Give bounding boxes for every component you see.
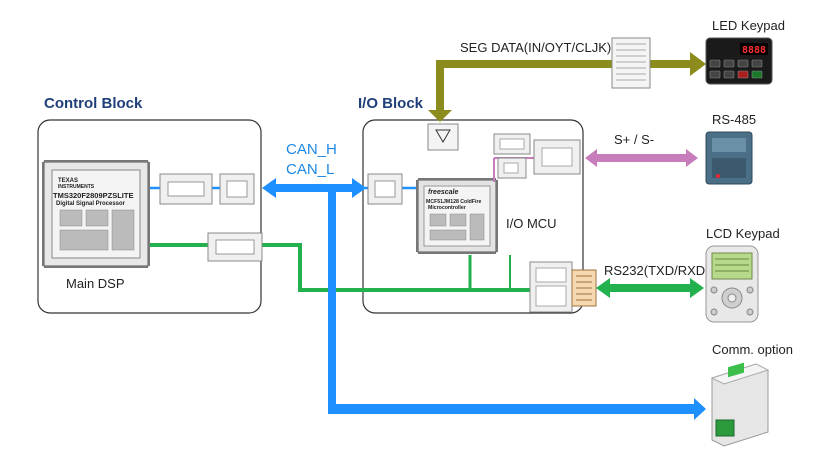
rs485-circuit-thumbs [493, 133, 581, 182]
seg-data-bus [428, 52, 706, 122]
rs485-signal-label: S+ / S- [614, 132, 654, 147]
seg-data-label: SEG DATA(IN/OYT/CLJK) [460, 40, 611, 55]
comm-option-label: Comm. option [712, 342, 793, 357]
dsp-chip: TEXAS INSTRUMENTS TMS320F2809PZSLITE Dig… [42, 160, 150, 268]
can-bus-arrow [262, 178, 366, 198]
io-mcu-label: I/O MCU [506, 216, 557, 231]
lcd-keypad-label: LCD Keypad [706, 226, 780, 241]
dsp-part-number: TMS320F2809PZSLITE [53, 191, 133, 200]
freescale-brand: freescale [428, 189, 458, 196]
can-l-label: CAN_L [286, 161, 334, 178]
io-block-title: I/O Block [358, 95, 424, 112]
can-h-label: CAN_H [286, 141, 337, 158]
dsp-description: Digital Signal Processor [56, 201, 126, 207]
uart-isolator-thumb [207, 232, 263, 262]
control-block-title: Control Block [44, 95, 143, 112]
rs485-converter-device [705, 131, 753, 185]
can-isolator-thumb-1 [219, 173, 255, 205]
can-transceiver-thumb-1 [159, 173, 213, 205]
mcu-description: Microcontroller [428, 205, 466, 211]
mcu-chip: freescale MCF51JM128 ColdFire Microcontr… [416, 178, 498, 254]
led-display-digits: 8888 [742, 45, 766, 56]
mcu-part-number: MCF51JM128 ColdFire [426, 199, 481, 205]
seg-data-table-thumb [611, 37, 651, 89]
rs485-bus [585, 149, 698, 167]
comm-option-device [710, 362, 770, 447]
led-keypad-device: 8888 [705, 37, 773, 85]
lcd-keypad-device [705, 245, 759, 323]
can-transceiver-thumb-2 [367, 173, 403, 205]
rs232-bus [596, 278, 704, 298]
rs232-label: RS232(TXD/RXD) [604, 263, 709, 278]
ti-brand-2: INSTRUMENTS [58, 184, 95, 190]
ti-brand-1: TEXAS [58, 178, 78, 184]
rs232-module [529, 261, 597, 313]
rs485-label: RS-485 [712, 112, 756, 127]
main-dsp-label: Main DSP [66, 276, 125, 291]
seg-buffer [427, 123, 459, 151]
led-keypad-label: LED Keypad [712, 18, 785, 33]
